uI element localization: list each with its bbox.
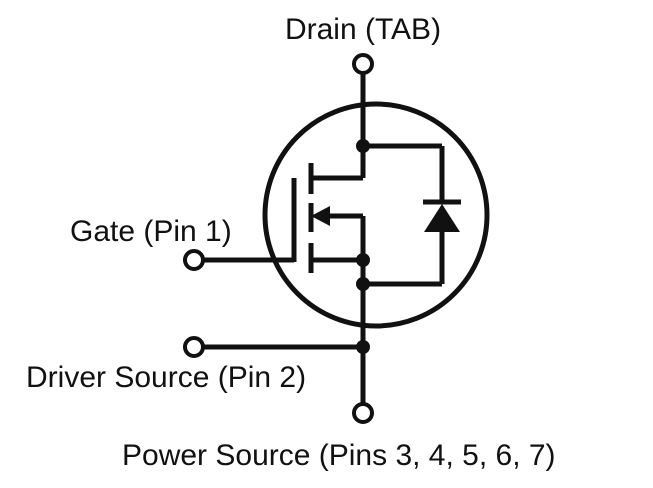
drain-terminal bbox=[352, 53, 374, 75]
diode-icon bbox=[424, 204, 460, 232]
junction-dot-source-lower bbox=[356, 277, 370, 291]
body-arrow-icon bbox=[311, 206, 330, 226]
driver-source-terminal bbox=[183, 336, 205, 358]
power-source-terminal bbox=[352, 402, 374, 424]
junction-dot-drain bbox=[356, 139, 370, 153]
gate-label: Gate (Pin 1) bbox=[70, 215, 232, 248]
driver-source-label: Driver Source (Pin 2) bbox=[26, 361, 306, 394]
drain-label: Drain (TAB) bbox=[285, 13, 441, 46]
power-source-label: Power Source (Pins 3, 4, 5, 6, 7) bbox=[122, 439, 556, 472]
package-circle bbox=[262, 101, 490, 329]
gate-terminal bbox=[183, 249, 205, 271]
junction-dot-source-upper bbox=[356, 253, 370, 267]
